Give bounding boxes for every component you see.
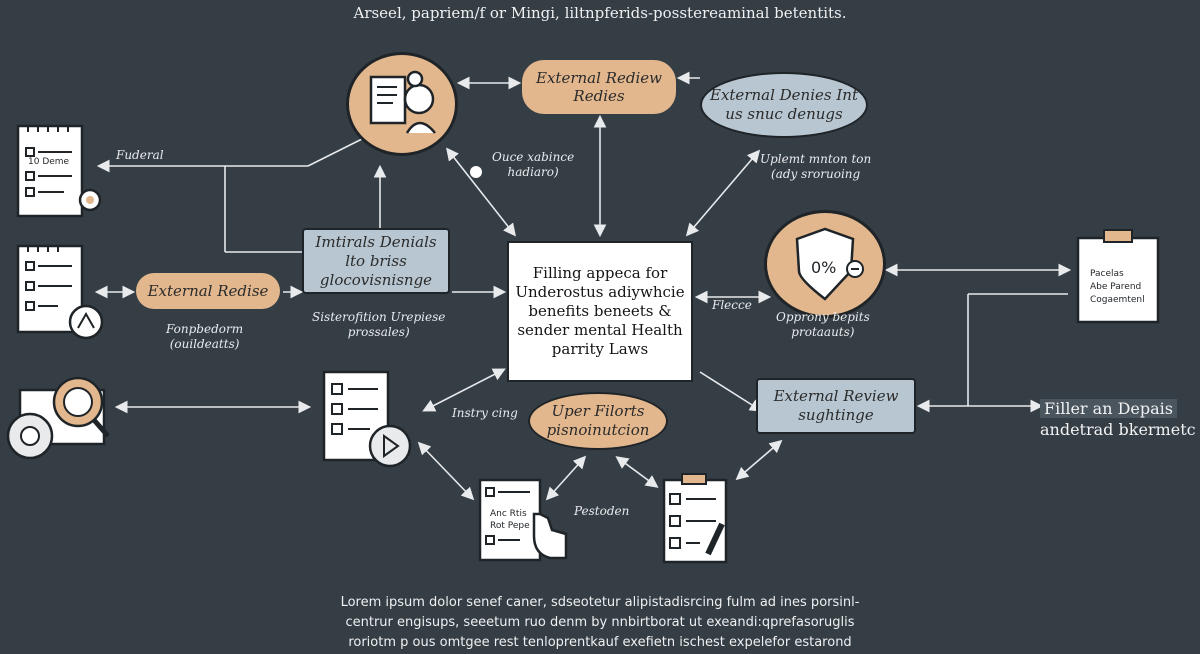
footer-paragraph: Lorem ipsum dolor senef caner, sdseotetu… — [300, 593, 900, 653]
shield-icon: 0% — [764, 210, 886, 318]
hand-icon — [474, 474, 570, 564]
intirals-denials-bubble: Imtirals Denials lto briss glocovisnisng… — [302, 228, 450, 294]
label-uplemt: Uplemt mnton ton (ady sroruoing — [760, 152, 872, 181]
right-caption-line-2: andetrad bkermetc — [1040, 420, 1196, 439]
external-review-bubble: External Review sughtinge — [756, 378, 916, 434]
label-opprony: Opprony bepits protaauts) — [776, 310, 870, 339]
document-icon — [14, 122, 104, 218]
shield-text: 0% — [811, 258, 836, 277]
label-pestoden: Pestoden — [574, 504, 630, 518]
external-rediew-pill: External Rediew Redies — [522, 60, 676, 114]
doc-top-text: 10 Deme — [28, 157, 70, 167]
footer-line-2: centrur engisups, seeetum ruo denm by nn… — [345, 615, 855, 630]
person-reading-icon — [346, 52, 458, 156]
play-clipboard-icon — [318, 366, 416, 470]
clipboard-line-1: Pacelas — [1090, 269, 1124, 279]
hand-doc-line-2: Rot Pepe — [490, 521, 530, 531]
hand-doc-line-1: Anc Rtis — [490, 509, 527, 519]
uper-filorts-ellipse: Uper Filorts pisnoinutcion — [528, 392, 668, 450]
right-caption: Filler an Depais andetrad bkermetc — [1040, 398, 1200, 440]
page-title: Arseel, papriem/f or Mingi, liltnpferids… — [353, 4, 847, 22]
footer-line-1: Lorem ipsum dolor senef caner, sdseotetu… — [340, 595, 860, 610]
label-instry: Instry cing — [452, 406, 518, 420]
label-fonpbedorm: Fonpbedorm (ouildeatts) — [166, 322, 244, 351]
center-box: Filling appeca for Underostus adiywhcie … — [507, 241, 693, 382]
pencil-icon — [660, 470, 736, 566]
right-caption-line-1: Filler an Depais — [1040, 399, 1177, 418]
label-flecce: Flecce — [712, 298, 752, 312]
footer-line-3: roriotm p ous omtgee rest tenloprentkauf… — [348, 635, 852, 650]
label-sisterofition: Sisterofition Urepiese prossales) — [312, 310, 446, 339]
compass-document-icon — [14, 240, 104, 344]
external-redise-pill: External Redise — [136, 273, 280, 309]
gear-icon — [4, 372, 116, 462]
clipboard-line-2: Abe Parend — [1090, 282, 1142, 292]
label-federal: Fuderal — [116, 148, 164, 162]
clipboard-icon — [1074, 226, 1164, 326]
label-ouce: Ouce xabince hadiaro) — [492, 150, 575, 179]
external-denies-ellipse: External Denies Int us snuc denugs — [700, 72, 868, 138]
clipboard-line-3: Cogaemtenl — [1090, 295, 1145, 305]
